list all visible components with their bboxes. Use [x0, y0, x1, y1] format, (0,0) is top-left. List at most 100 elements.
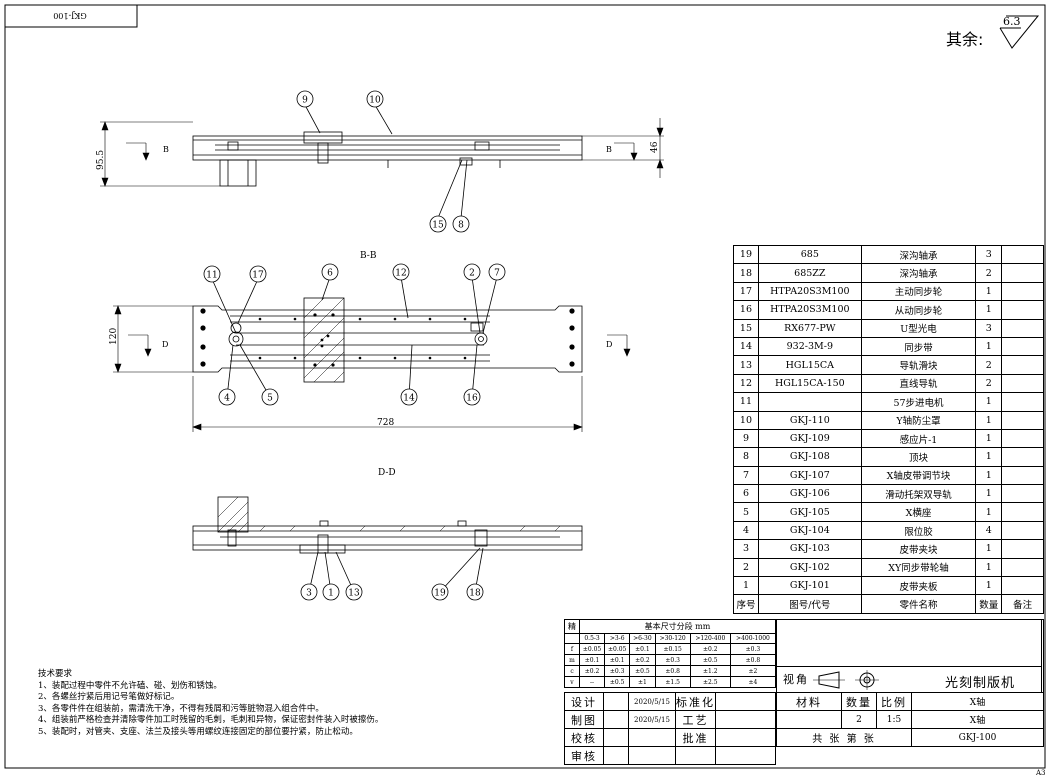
bom-cell-no: 7 [733, 465, 759, 486]
tb-part-name-1: X轴 [911, 692, 1044, 711]
balloon-number: 14 [403, 394, 415, 404]
balloon-circle [431, 583, 449, 601]
tol-row: c±0.2±0.3±0.5±0.8±1.2±2 [564, 665, 777, 677]
bom-cell-note [1001, 263, 1044, 283]
section-d-left: D [162, 340, 168, 349]
bom-cell-name: 皮带夹板 [860, 576, 977, 596]
bom-cell-name: 57步进电机 [860, 392, 977, 412]
roughness-symbol [999, 15, 1040, 49]
dim-width-mid: 120 [109, 328, 119, 345]
bom-cell-qty: 1 [975, 465, 1003, 486]
bom-header-note: 备注 [1001, 594, 1044, 614]
tol-value: -- [578, 676, 606, 688]
bom-cell-qty: 1 [975, 336, 1003, 357]
bom-cell-qty: 1 [975, 484, 1003, 504]
balloon-number: 10 [369, 96, 381, 106]
section-b-left: B [163, 145, 169, 154]
tol-value: ±0.1 [578, 654, 606, 666]
bom-cell-code [757, 392, 862, 412]
bom-cell-no: 16 [733, 300, 759, 320]
bom-cell-name: 顶块 [860, 447, 977, 467]
bom-cell-no: 18 [733, 263, 759, 283]
tb-product: 光刻制版机 [945, 676, 1016, 691]
balloon-number: 19 [434, 589, 446, 599]
notes-item: 4、组装前严格检查并清除零件加工时残留的毛刺，毛刺和异物，保证密封件装入时被擦伤… [38, 715, 384, 726]
balloon-circle [300, 583, 318, 601]
bom-cell-qty: 1 [975, 576, 1003, 596]
top-view-dimensions [100, 118, 664, 187]
tol-value: ±0.8 [729, 654, 777, 666]
bom-cell-note [1001, 373, 1044, 394]
dd-view [192, 496, 583, 554]
bom-cell-qty: 4 [975, 520, 1003, 541]
notes-item: 3、各零件件在组装前，需清洗干净，不得有残屑和污等脏物混入组合件中。 [38, 703, 324, 714]
balloon-number: 8 [458, 221, 464, 231]
bom-cell-name: 皮带夹块 [860, 539, 977, 559]
notes-item: 2、各螺丝拧紧后用记号笔做好标记。 [38, 692, 180, 703]
roughness-label: 其余: [946, 30, 983, 49]
bb-view-dimensions [113, 305, 631, 432]
bom-cell-name: X轴皮带调节块 [860, 465, 977, 486]
tb-blank [628, 728, 676, 747]
bom-cell-name: 深沟轴承 [860, 263, 977, 283]
tb-design-date: 2020/5/15 [628, 692, 676, 711]
bom-header-code: 图号/代号 [757, 594, 862, 614]
bom-cell-qty: 3 [975, 244, 1003, 265]
tb-blank [776, 710, 842, 729]
balloon-number: 15 [432, 221, 444, 231]
tb-blank [675, 746, 716, 765]
bom-cell-qty: 2 [975, 373, 1003, 394]
tol-row: f±0.05±0.05±0.1±0.15±0.2±0.3 [564, 643, 777, 655]
balloon-number: 4 [224, 394, 230, 404]
tol-range: >30-120 [654, 633, 691, 644]
balloon-number: 9 [302, 96, 308, 106]
balloon-number: 7 [494, 269, 500, 279]
tb-blank [603, 710, 629, 729]
bom-cell-note [1001, 336, 1044, 357]
bom-cell-no: 10 [733, 410, 759, 430]
technical-requirements: 技术要求 1、装配过程中零件不允许磕、碰、划伤和锈蚀。 2、各螺丝拧紧后用记号笔… [38, 669, 383, 739]
tb-scale-value: 1:5 [876, 710, 912, 729]
bom-cell-no: 2 [733, 557, 759, 578]
tol-title: 基本尺寸分段 mm [579, 619, 776, 634]
sheet-size: A3 [1035, 769, 1046, 776]
tb-blank [715, 692, 776, 711]
tb-total-sheets: 共 张 第 张 [776, 728, 912, 747]
bom-cell-code: 685ZZ [757, 263, 862, 283]
bom-cell-no: 19 [733, 244, 759, 265]
bom-cell-note [1001, 557, 1044, 578]
balloon-number: 12 [395, 269, 406, 279]
balloon-circle [218, 388, 236, 406]
tb-blank [715, 710, 776, 729]
bom-cell-note [1001, 428, 1044, 449]
balloon-circle [322, 583, 340, 601]
tb-view-angle-cell: 视角 [776, 666, 1042, 693]
bom-cell-no: 14 [733, 336, 759, 357]
roughness-value: 6.3 [1003, 15, 1021, 28]
bom-cell-note [1001, 520, 1044, 541]
balloon-number: 11 [206, 271, 217, 281]
tol-value: ±1 [629, 676, 656, 688]
section-bb-title: B-B [360, 251, 377, 261]
bom-cell-code: GKJ-102 [757, 557, 862, 578]
bom-cell-name: 直线导轨 [860, 373, 977, 394]
bom-cell-no: 9 [733, 428, 759, 449]
tol-value: ±2.5 [689, 676, 731, 688]
tb-blank [603, 746, 629, 765]
bom-cell-note [1001, 484, 1044, 504]
bom-cell-name: 限位胶 [860, 520, 977, 541]
bom-cell-note [1001, 410, 1044, 430]
balloons [211, 104, 498, 593]
balloon-number: 17 [252, 271, 264, 281]
tb-material: 材料 [776, 692, 842, 711]
tb-blank [603, 728, 629, 747]
mirrored-code: GKJ-100 [53, 11, 87, 20]
top-view [192, 131, 583, 187]
